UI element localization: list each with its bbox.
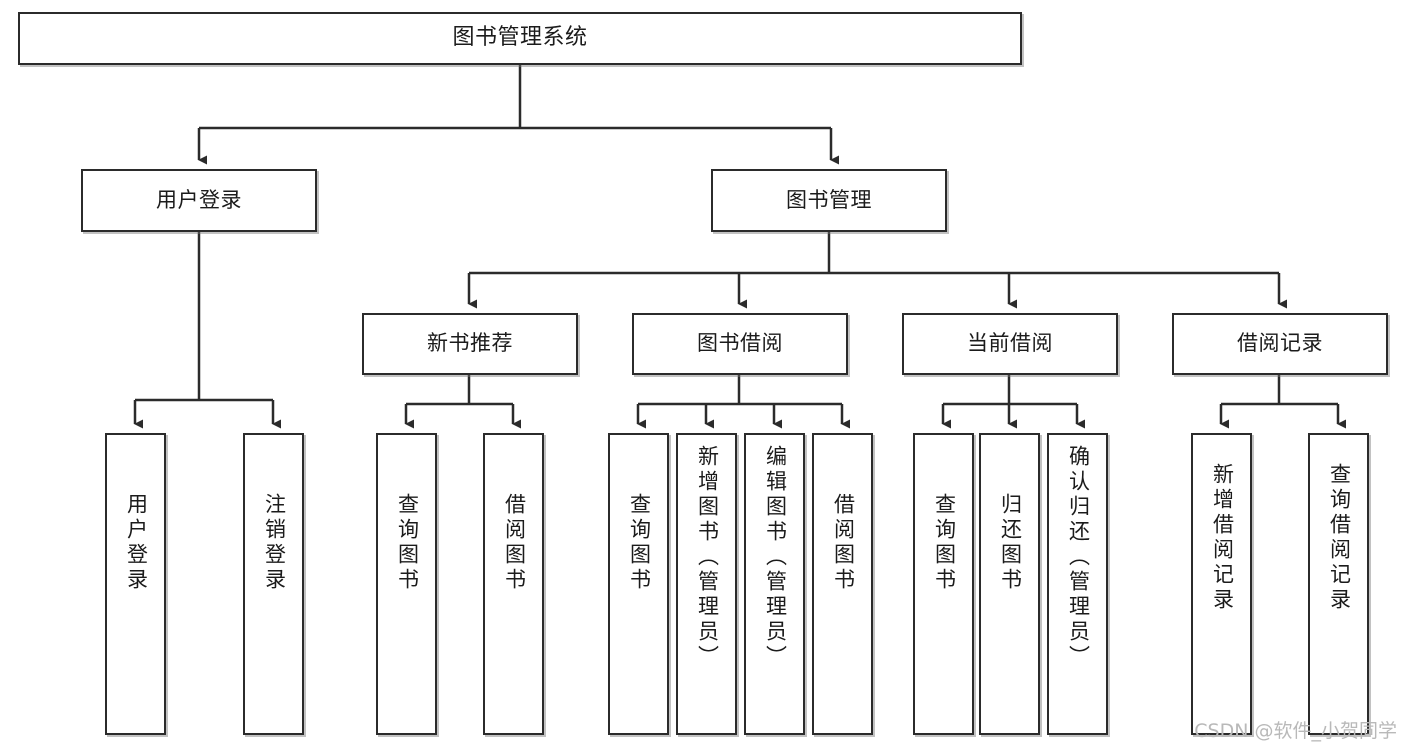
node-label: 新书推荐 (427, 331, 513, 356)
leaf-return-book[interactable]: 归还图书 (979, 433, 1040, 735)
node-label: 图书管理 (786, 187, 872, 212)
node-label: 查询图书 (627, 493, 652, 593)
node-label: 查询借阅记录 (1327, 463, 1352, 613)
node-label: 新增图书（管理员） (695, 445, 720, 670)
node-label: 注销登录 (262, 493, 287, 593)
node-current-borrowing[interactable]: 当前借阅 (902, 313, 1118, 375)
node-new-book-recommendation[interactable]: 新书推荐 (362, 313, 578, 375)
leaf-add-borrowing-record[interactable]: 新增借阅记录 (1191, 433, 1252, 735)
node-book-borrowing[interactable]: 图书借阅 (632, 313, 848, 375)
leaf-query-book-borrowing[interactable]: 查询图书 (608, 433, 669, 735)
node-label: 借阅记录 (1237, 331, 1323, 356)
leaf-borrow-book-recommendation[interactable]: 借阅图书 (483, 433, 544, 735)
node-label: 新增借阅记录 (1210, 463, 1235, 613)
leaf-query-book-recommendation[interactable]: 查询图书 (376, 433, 437, 735)
node-label: 确认归还（管理员） (1066, 445, 1091, 670)
leaf-query-book-current[interactable]: 查询图书 (913, 433, 974, 735)
node-root-book-management-system[interactable]: 图书管理系统 (18, 12, 1022, 65)
node-label: 编辑图书（管理员） (763, 445, 788, 670)
node-label: 借阅图书 (831, 493, 856, 593)
node-label: 图书管理系统 (452, 25, 588, 51)
leaf-add-book-admin[interactable]: 新增图书（管理员） (676, 433, 737, 735)
csdn-watermark: CSDN @软件_小贺同学 (1194, 720, 1397, 742)
leaf-edit-book-admin[interactable]: 编辑图书（管理员） (744, 433, 805, 735)
node-label: 图书借阅 (697, 331, 783, 356)
node-label: 用户登录 (156, 187, 242, 212)
leaf-query-borrowing-record[interactable]: 查询借阅记录 (1308, 433, 1369, 735)
node-label: 用户登录 (124, 493, 149, 593)
node-label: 当前借阅 (967, 331, 1053, 356)
leaf-logout[interactable]: 注销登录 (243, 433, 304, 735)
node-label: 归还图书 (998, 493, 1023, 593)
node-label: 查询图书 (932, 493, 957, 593)
leaf-borrow-book[interactable]: 借阅图书 (812, 433, 873, 735)
node-label: 查询图书 (395, 493, 420, 593)
leaf-confirm-return-admin[interactable]: 确认归还（管理员） (1047, 433, 1108, 735)
leaf-user-login[interactable]: 用户登录 (105, 433, 166, 735)
node-label: 借阅图书 (502, 493, 527, 593)
node-book-management[interactable]: 图书管理 (711, 169, 947, 232)
node-borrowing-records[interactable]: 借阅记录 (1172, 313, 1388, 375)
node-user-login[interactable]: 用户登录 (81, 169, 317, 232)
